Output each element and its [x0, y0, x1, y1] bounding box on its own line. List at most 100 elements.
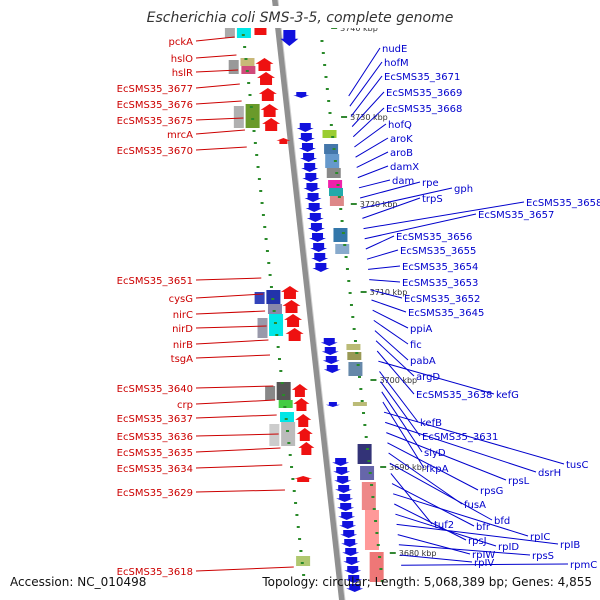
reverse-gene-arrow: [302, 173, 320, 182]
track-dot: [259, 190, 263, 192]
track-dot: [277, 358, 281, 360]
track-dot: [364, 436, 368, 438]
track-dot: [337, 196, 341, 198]
reverse-gene-arrow: [345, 575, 363, 583]
reverse-gene-arrow: [304, 193, 322, 202]
reverse-gene-arrow: [341, 539, 359, 547]
forward-gene-arrow: [280, 286, 299, 299]
reverse-gene-arrow: [307, 223, 325, 232]
track-dot: [302, 574, 306, 576]
left-gene-label: EcSMS35_3634: [117, 464, 193, 475]
track-dot: [349, 304, 353, 306]
track-dot: [251, 118, 255, 120]
track-dot: [247, 82, 251, 84]
track-dot: [280, 382, 284, 384]
track-dot: [351, 316, 355, 318]
track-dot: [299, 550, 303, 552]
left-gene-label: crp: [177, 400, 193, 411]
right-gene-label: hofQ: [388, 120, 412, 131]
right-gene-label: kefG: [496, 390, 519, 401]
track-dot: [276, 346, 280, 348]
reverse-gene-arrow: [335, 485, 353, 493]
gene-color-box: [352, 402, 367, 406]
track-dot: [291, 478, 295, 480]
genome-backbone: [272, 0, 346, 600]
track-dot: [253, 142, 257, 144]
right-gene-label: slyD: [424, 448, 446, 459]
right-gene-label: rpe: [422, 178, 439, 189]
left-gene-label: nirC: [173, 310, 193, 321]
track-dot: [360, 400, 364, 402]
track-dot: [296, 526, 300, 528]
reverse-gene-arrow: [321, 347, 339, 355]
forward-gene-arrow: [282, 300, 301, 313]
track-dot: [257, 178, 261, 180]
left-gene-label: EcSMS35_3675: [117, 116, 193, 127]
track-dot: [380, 580, 384, 582]
track-dot: [336, 184, 340, 186]
right-gene-label: rpID: [498, 542, 519, 553]
right-gene-label: EcSMS35_3631: [422, 432, 498, 443]
right-gene-label: EcSMS35_3655: [400, 246, 476, 257]
tick-label: 3710 kbp: [370, 288, 408, 297]
right-gene-label: EcSMS35_3652: [404, 294, 480, 305]
track-dot: [252, 130, 256, 132]
reverse-gene-arrow: [325, 402, 340, 407]
gene-color-box: [281, 422, 296, 446]
track-dot: [282, 394, 286, 396]
title-background: [140, 6, 460, 28]
left-gene-label: EcSMS35_3635: [117, 448, 193, 459]
track-dot: [284, 418, 288, 420]
left-gene-label: hslO: [171, 54, 193, 65]
track-dot: [264, 238, 268, 240]
right-gene-label: bfr: [476, 522, 491, 533]
right-gene-label: dam: [392, 176, 414, 187]
gene-color-box: [346, 344, 361, 350]
gene-color-box: [296, 556, 311, 566]
track-dot: [323, 64, 327, 66]
right-gene-label: rpsS: [532, 551, 554, 562]
right-gene-label: aroK: [390, 134, 413, 145]
reverse-gene-arrow: [306, 213, 324, 222]
reverse-gene-arrow: [310, 243, 328, 252]
track-dot: [283, 406, 287, 408]
reverse-gene-arrow: [303, 183, 321, 192]
right-gene-label: rpIV: [474, 558, 494, 569]
reverse-gene-arrow: [340, 530, 358, 538]
left-gene-label: pckA: [169, 37, 194, 48]
right-gene-labels: nudEhofMEcSMS35_3671EcSMS35_3669EcSMS35_…: [348, 44, 600, 571]
reverse-gene-arrow: [342, 548, 360, 556]
right-gene-label: EcSMS35_3668: [386, 104, 462, 115]
track-dot: [279, 370, 283, 372]
tick-label: 3740 kbp: [340, 24, 378, 33]
reverse-gene-arrow: [322, 356, 340, 364]
right-gene-label: rpsJ: [468, 536, 487, 547]
track-dot: [374, 520, 378, 522]
tick-label: 3680 kbp: [399, 549, 437, 558]
right-gene-label: rpIW: [472, 550, 495, 561]
track-dot: [292, 490, 296, 492]
reverse-gene-arrow: [337, 503, 355, 511]
left-gene-label: EcSMS35_3629: [117, 488, 193, 499]
gene-color-box: [266, 290, 281, 304]
gene-color-box: [240, 58, 255, 66]
track-dot: [347, 280, 351, 282]
forward-gene-arrow: [295, 414, 312, 427]
right-gene-label: EcSMS35_3671: [384, 72, 460, 83]
forward-gene-arrow: [294, 476, 313, 482]
track-dot: [359, 388, 363, 390]
track-dot: [357, 376, 361, 378]
track-dot: [298, 538, 302, 540]
gene-color-box: [347, 352, 362, 360]
left-gene-label: EcSMS35_3636: [117, 432, 193, 443]
reverse-gene-arrow: [323, 365, 341, 373]
reverse-gene-arrow: [300, 153, 318, 162]
forward-gene-arrow: [291, 384, 308, 397]
right-gene-label: trpS: [422, 194, 443, 205]
track-dot: [269, 286, 273, 288]
right-gene-label: fusA: [464, 500, 486, 511]
track-dot: [368, 472, 372, 474]
reverse-gene-arrow: [336, 494, 354, 502]
tick-label: 3700 kbp: [379, 376, 417, 385]
right-gene-label: tuf2: [434, 520, 454, 531]
